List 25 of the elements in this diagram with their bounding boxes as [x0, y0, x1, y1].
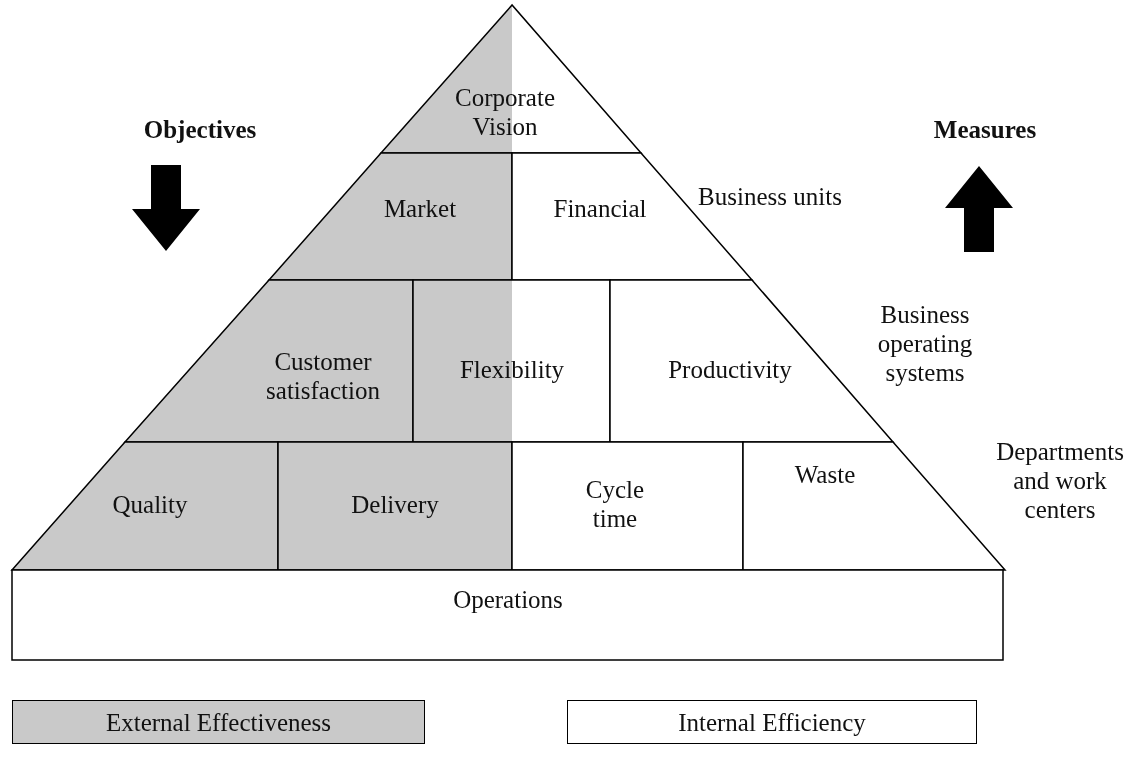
segment-label: Cycle time — [584, 475, 646, 533]
level-label: Departments and work centers — [995, 437, 1125, 524]
pyramid-segment — [278, 442, 512, 570]
level-label: Business units — [697, 182, 843, 211]
legend-label: External Effectiveness — [104, 708, 333, 737]
pyramid-segment — [512, 442, 743, 570]
side-heading: Objectives — [142, 115, 258, 144]
segment-label: Operations — [452, 585, 564, 614]
segment-label: Flexibility — [458, 355, 566, 384]
pyramid-segment — [125, 280, 413, 442]
segment-label: Financial — [552, 194, 648, 223]
segment-label: Waste — [793, 460, 857, 489]
pyramid-segment — [12, 442, 278, 570]
segment-label: Delivery — [350, 490, 440, 519]
pyramid-segment — [269, 153, 512, 280]
segment-label: Customer satisfaction — [265, 347, 381, 405]
side-heading: Measures — [932, 115, 1038, 144]
segment-label: Corporate Vision — [454, 83, 556, 141]
pyramid-segment — [381, 5, 641, 153]
legend-label: Internal Efficiency — [677, 708, 867, 737]
level-label: Business operating systems — [876, 300, 974, 387]
segment-label: Quality — [111, 490, 189, 519]
segment-label: Market — [382, 194, 458, 223]
pyramid-segment — [413, 280, 610, 442]
segment-label: Productivity — [667, 355, 793, 384]
